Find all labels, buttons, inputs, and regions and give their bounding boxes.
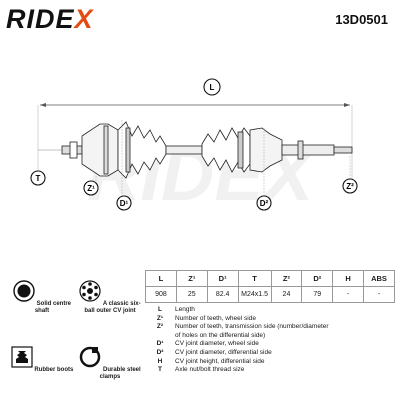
legend-key: Z² bbox=[156, 323, 164, 331]
logo-text: RIDE bbox=[6, 4, 75, 34]
centre-shaft bbox=[165, 145, 203, 155]
feature-rubber-boots: Rubber boots bbox=[9, 346, 75, 374]
differential-diameter-marker: D² bbox=[256, 128, 272, 211]
spec-value-cell: - bbox=[332, 286, 365, 303]
legend-key: T bbox=[158, 366, 162, 374]
spec-value-cell: 908 bbox=[145, 286, 177, 303]
specification-section: Solid centre shaft A classic six-ball ou… bbox=[5, 270, 395, 396]
spec-header-cell: Z¹ bbox=[175, 270, 208, 287]
label-Z2: Z² bbox=[346, 182, 354, 191]
spec-value-cell: 25 bbox=[175, 286, 208, 303]
label-L: L bbox=[210, 83, 215, 92]
spec-header-cell: L bbox=[145, 270, 177, 287]
legend-key: D² bbox=[156, 348, 164, 356]
feature-label: Durable steel clamps bbox=[99, 367, 141, 380]
legend-row: Z¹ Number of teeth, wheel side bbox=[145, 315, 395, 324]
dimension-legend: L Length Z¹ Number of teeth, wheel side Z²… bbox=[145, 306, 395, 375]
shaft-assembly bbox=[61, 121, 353, 179]
thread-marker: T bbox=[30, 149, 62, 186]
wheel-diameter-marker: D¹ bbox=[116, 120, 132, 211]
spec-header-cell: D¹ bbox=[206, 270, 239, 287]
feature-label: Solid centre shaft bbox=[34, 301, 71, 314]
legend-key bbox=[145, 332, 175, 341]
label-D1: D¹ bbox=[120, 199, 129, 208]
legend-row: D² CV joint diameter, differential side bbox=[145, 349, 395, 358]
legend-value: CV joint height, differential side bbox=[175, 357, 265, 365]
legend-key: L bbox=[158, 306, 162, 313]
spec-value-row: 908 25 82.4 M24x1.5 24 79 - - bbox=[145, 286, 395, 303]
drive-shaft-drawing: RIDEX L bbox=[30, 78, 358, 216]
legend-value: Number of teeth, transmission side (numb… bbox=[175, 323, 329, 331]
legend-row: Z² Number of teeth, transmission side (nu… bbox=[145, 323, 395, 332]
spec-value-cell: 82.4 bbox=[206, 286, 239, 303]
spec-value-cell: 24 bbox=[270, 286, 303, 303]
legend-key: H bbox=[157, 357, 163, 365]
legend-value: Number of teeth, wheel side bbox=[175, 314, 256, 322]
spec-header-cell: ABS bbox=[363, 270, 395, 287]
legend-value: CV joint diameter, wheel side bbox=[175, 340, 259, 348]
spec-value-cell: - bbox=[363, 286, 395, 303]
legend-row: T Axle nut/bolt thread size bbox=[145, 366, 395, 375]
legend-row: L Length bbox=[145, 306, 395, 315]
legend-value: Length bbox=[175, 306, 195, 313]
spec-header-cell: D² bbox=[301, 270, 334, 287]
label-Z1: Z¹ bbox=[87, 184, 95, 193]
steel-clamp-icon bbox=[80, 346, 101, 368]
legend-row: D¹ CV joint diameter, wheel side bbox=[145, 340, 395, 349]
feature-steel-clamps: Durable steel clamps bbox=[77, 346, 143, 381]
spec-header-cell: H bbox=[332, 270, 365, 287]
spec-value-cell: 79 bbox=[301, 286, 334, 303]
feature-six-ball-joint: A classic six-ball outer CV joint bbox=[77, 280, 143, 315]
spec-header-row: L Z¹ D¹ T Z² D² H ABS bbox=[145, 270, 395, 287]
spec-header-cell: T bbox=[237, 270, 272, 287]
part-number: 13D0501 bbox=[335, 12, 388, 27]
legend-row: of holes on the differential side) bbox=[145, 332, 395, 341]
feature-label: Rubber boots bbox=[34, 367, 74, 373]
legend-value: of holes on the differential side) bbox=[175, 331, 266, 339]
brand-logo: RIDEX bbox=[6, 4, 94, 35]
legend-row: H CV joint height, differential side bbox=[145, 358, 395, 367]
solid-shaft-icon bbox=[13, 280, 35, 302]
feature-label: A classic six-ball outer CV joint bbox=[84, 301, 141, 314]
transmission-teeth-marker: Z² bbox=[342, 156, 358, 194]
label-D2: D² bbox=[260, 199, 269, 208]
rubber-boot-icon bbox=[11, 346, 33, 368]
legend-value: CV joint diameter, differential side bbox=[175, 348, 272, 356]
transmission-spline bbox=[281, 144, 335, 156]
six-ball-joint-icon bbox=[79, 280, 101, 302]
feature-solid-shaft: Solid centre shaft bbox=[9, 280, 75, 315]
specification-table: L Z¹ D¹ T Z² D² H ABS 908 25 82.4 M24x1.… bbox=[145, 270, 395, 303]
spec-value-cell: M24x1.5 bbox=[237, 286, 272, 303]
spec-header-cell: Z² bbox=[270, 270, 303, 287]
logo-x-letter: X bbox=[74, 4, 94, 34]
wheel-teeth-marker: Z¹ bbox=[83, 176, 99, 196]
legend-value: Axle nut/bolt thread size bbox=[175, 366, 245, 374]
inner-cv-joint bbox=[249, 127, 283, 173]
legend-key: Z¹ bbox=[156, 314, 164, 322]
legend-key: D¹ bbox=[156, 340, 164, 348]
label-T: T bbox=[36, 174, 41, 183]
